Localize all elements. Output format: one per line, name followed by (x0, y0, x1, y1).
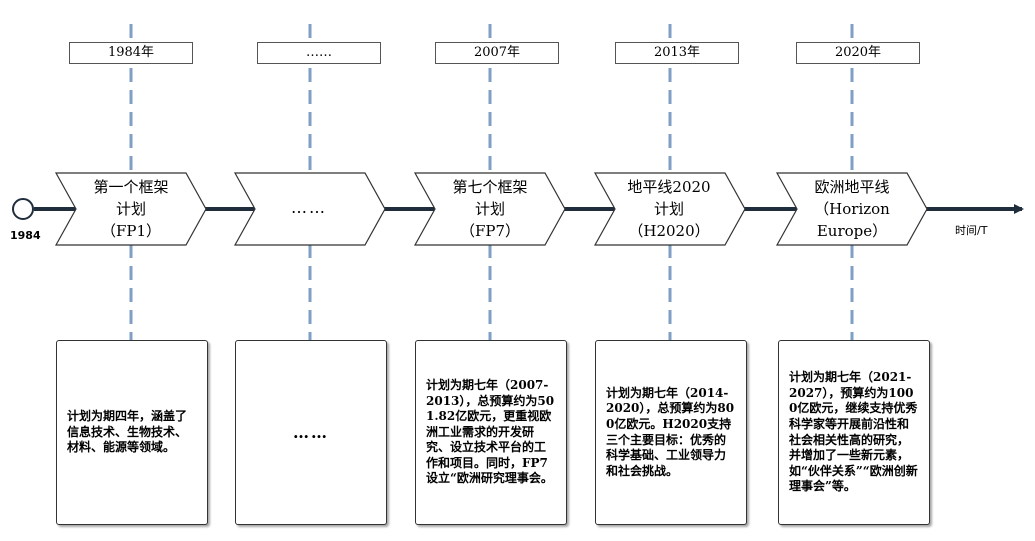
chevron-label-line: Europe） (816, 222, 888, 240)
year-label-4: 2013年 (615, 42, 739, 64)
chevron-label-line: 欧洲地平线 (814, 178, 890, 196)
start-circle (12, 198, 34, 220)
description-text: …… (293, 422, 329, 442)
chevron-label-line: 计划 (474, 200, 505, 218)
chevron-label-2: …… (249, 197, 369, 219)
chevron-label-line: （Horizon (814, 200, 890, 218)
year-label-1: 1984年 (69, 42, 193, 64)
description-text: 计划为期四年，涵盖了信息技术、生物技术、材料、能源等领域。 (67, 409, 188, 455)
chevron-label-1: 第一个框架 计划 （FP1） (71, 176, 191, 242)
chevron-label-line: 计划 (115, 200, 146, 218)
description-box-4: 计划为期七年（2014-2020），总预算约为800亿欧元。H2020支持三个主… (595, 340, 747, 525)
chevron-label-3: 第七个框架 计划 （FP7） (430, 176, 550, 242)
chevron-label-line: （FP1） (100, 222, 162, 240)
description-box-3: 计划为期七年（2007-2013），总预算约为501.82亿欧元，更重视欧洲工业… (415, 340, 567, 525)
chevron-shape-3 (413, 172, 566, 246)
chevron-label-line: （H2020） (628, 222, 710, 240)
chevron-label-4: 地平线2020 计划 （H2020） (609, 176, 729, 242)
chevron-shape-2 (233, 172, 386, 246)
chevron-label-line: 第一个框架 (93, 178, 169, 196)
year-label-2: …… (257, 42, 381, 64)
description-box-1: 计划为期四年，涵盖了信息技术、生物技术、材料、能源等领域。 (56, 340, 208, 525)
chevron-label-5: 欧洲地平线 （Horizon Europe） (792, 176, 912, 242)
description-text: 计划为期七年（2021-2027），预算约为1000亿欧元，继续支持优秀科学家等… (789, 370, 918, 494)
year-label-3: 2007年 (435, 42, 559, 64)
chevron-label-line: 地平线2020 (627, 178, 711, 196)
description-text: 计划为期七年（2014-2020），总预算约为800亿欧元。H2020支持三个主… (606, 385, 735, 478)
chevron-label-line: …… (291, 198, 327, 217)
description-box-5: 计划为期七年（2021-2027），预算约为1000亿欧元，继续支持优秀科学家等… (778, 340, 930, 525)
axis-label: 时间/T (955, 224, 988, 237)
chevron-shape-5 (775, 172, 928, 246)
chevron-label-line: 计划 (653, 200, 684, 218)
timeline-start-label: 1984 (10, 229, 41, 242)
description-box-2: …… (235, 340, 387, 525)
year-label-5: 2020年 (796, 42, 920, 64)
description-text: 计划为期七年（2007-2013），总预算约为501.82亿欧元，更重视欧洲工业… (426, 377, 555, 486)
chevron-label-line: （FP7） (459, 222, 521, 240)
chevron-shape-4 (593, 172, 746, 246)
chevron-shape-1 (54, 172, 207, 246)
chevron-label-line: 第七个框架 (452, 178, 528, 196)
